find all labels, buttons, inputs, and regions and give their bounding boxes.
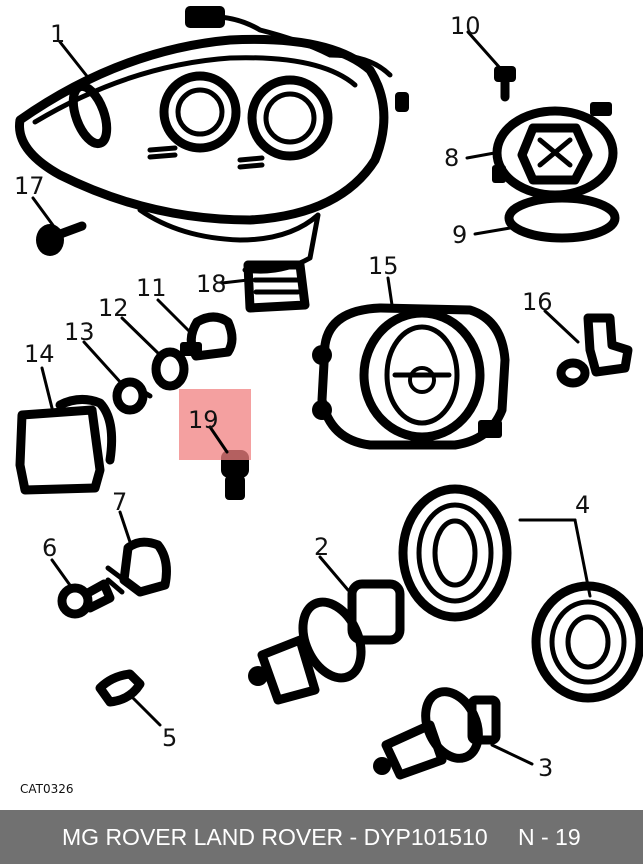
dust-cover-4a[interactable] <box>398 484 512 622</box>
holder-13[interactable] <box>112 377 153 415</box>
screw-10[interactable] <box>494 66 516 102</box>
callout-19: 19 <box>188 406 219 434</box>
callout-8: 8 <box>444 144 459 172</box>
seal-ring-9[interactable] <box>504 193 620 243</box>
parts-diagram: 1 2 3 4 5 6 7 8 9 10 11 12 13 14 15 16 1… <box>14 6 643 782</box>
callout-4: 4 <box>575 491 590 519</box>
footer-bar: MG ROVER LAND ROVER - DYP101510 N - 19 <box>0 810 643 864</box>
callout-6: 6 <box>42 534 57 562</box>
callout-2: 2 <box>314 533 329 561</box>
callout-3: 3 <box>538 754 553 782</box>
lamp-unit-15[interactable] <box>312 303 510 450</box>
headlamp-housing[interactable] <box>15 6 410 274</box>
catalog-code: CAT0326 <box>20 782 74 796</box>
bulb-3[interactable] <box>373 683 501 780</box>
ring-12[interactable] <box>151 347 189 391</box>
leader-lines <box>31 30 592 766</box>
callout-15: 15 <box>368 252 399 280</box>
callout-13: 13 <box>64 318 95 346</box>
callout-16: 16 <box>522 288 553 316</box>
callout-14: 14 <box>24 340 55 368</box>
bulb-6[interactable] <box>57 579 115 619</box>
footer-title: MG ROVER LAND ROVER - DYP101510 <box>62 824 488 850</box>
callout-9: 9 <box>452 221 467 249</box>
callout-10: 10 <box>450 12 481 40</box>
module-14[interactable] <box>15 395 117 495</box>
bulb-holder-16[interactable] <box>556 313 633 388</box>
bulb-2[interactable] <box>248 579 405 705</box>
callout-12: 12 <box>98 294 129 322</box>
screw-17[interactable] <box>36 221 87 256</box>
callout-5: 5 <box>162 724 177 752</box>
callout-18: 18 <box>196 270 227 298</box>
bulb-5[interactable] <box>95 669 145 707</box>
callout-7: 7 <box>112 488 127 516</box>
bulb-holder-cover-8[interactable] <box>492 102 618 200</box>
callout-11: 11 <box>136 274 167 302</box>
socket-11[interactable] <box>180 312 237 361</box>
callout-17: 17 <box>14 172 45 200</box>
highlight-box <box>179 389 251 460</box>
socket-7[interactable] <box>105 537 171 597</box>
dust-cover-4b[interactable] <box>531 581 643 703</box>
connector-block-18[interactable] <box>243 260 310 313</box>
callout-1: 1 <box>50 20 65 48</box>
footer-page-number: N - 19 <box>518 824 581 850</box>
